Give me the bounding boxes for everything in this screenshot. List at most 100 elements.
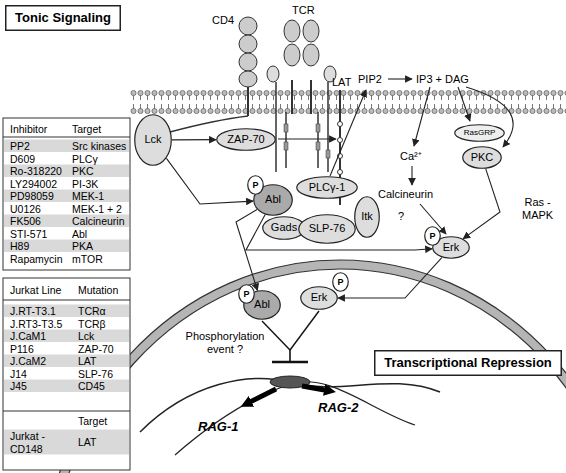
dna-strand [175,382,415,455]
table-rule [3,137,130,138]
table-cell: J.CaM1 [10,330,46,343]
tcr-stem [291,80,293,114]
oval-outline [463,147,502,169]
signal-arrow [236,210,257,291]
kinase-oval: ZAP-70 [216,128,276,151]
table-cell: LAT [78,436,96,449]
oval-outline [297,177,358,199]
oval-outline [217,129,276,151]
table-cell: PI-3K [72,178,98,191]
node-text: ZAP-70 [227,133,264,146]
cd4-stem [247,85,249,116]
node-text: P [337,277,343,288]
table-cell: PD98059 [10,190,54,203]
node-text: PLCγ-1 [309,181,346,194]
cd3-chain [285,112,287,168]
table-row-shade [4,190,129,203]
pathway-arrow [330,90,366,176]
table-row-shade [4,215,129,228]
pathway-arrow [414,87,430,146]
gene-label: RAG-1 [198,421,238,434]
node-text: P [429,231,435,242]
phospho-badge: P [247,175,264,195]
node-text: Itk [361,210,373,223]
table-cell: D609 [10,153,35,166]
oval-outline [248,176,264,195]
table-frame [3,118,130,270]
gene-arrow [246,389,276,404]
itam [326,150,330,158]
table-header: Mutation [78,284,118,297]
table-cell: J.RT3-T3.5 [10,318,62,331]
table-cell: J14 [10,368,27,381]
table-cell: ZAP-70 [78,343,114,356]
node-text: Abl [265,193,281,206]
note-text: Phosphorylation event ? [175,330,275,355]
table-row-shade [4,380,129,393]
table-header: Inhibitor [10,123,47,136]
table-cell: PKC [72,165,94,178]
table-cell: TCRα [78,305,106,318]
molecule-label: IP3 + DAG [416,73,469,86]
table-cell: Calcineurin [72,215,125,228]
signal-arrow [463,169,500,239]
cd3-chain [317,112,319,168]
kinase-oval: Erk [300,286,338,310]
kinase-oval: Itk [354,196,380,238]
itam [316,142,320,150]
gene-arrow [302,386,330,391]
repression-line [289,350,291,362]
table-cell: TCRβ [78,318,106,331]
repression-bar [272,361,308,364]
table-cell: J45 [10,380,27,393]
tyrosine-site [338,170,343,175]
kinase-oval: PKC [462,146,502,169]
table-row-shade [4,430,129,455]
table-cell: PLCγ [72,153,98,166]
table-header: Target [72,123,101,136]
signal-arrow [338,258,442,298]
cd3-chain [275,82,277,172]
table-row-shade [4,240,129,253]
itam [284,124,288,132]
cell-membrane [130,90,566,114]
table-cell: U0126 [10,203,41,216]
cd4-domain [239,71,257,87]
oval-outline [433,237,470,259]
tyrosine-site [338,122,343,127]
gef-oval: RasGRP [454,124,505,142]
itam [284,142,288,150]
table-cell: STI-571 [10,228,47,241]
inhibitor-table [3,118,130,270]
oval-outline [355,197,380,238]
table-cell: P116 [10,343,34,356]
oval-outline [301,287,338,310]
table-cell: H89 [10,240,29,253]
jurkat-table [3,278,130,470]
table-cell: J.CaM2 [10,355,46,368]
cd3-chain [327,82,329,172]
oval-outline [239,285,255,304]
table-cell: MEK-1 + 2 [72,203,122,216]
table-cell: Lck [78,330,94,343]
node-text: P [243,289,249,300]
node-text: Transcriptional Repression [384,355,552,371]
tcr-stem [310,80,312,114]
molecule-label: Ca²⁺ [400,150,422,163]
repression-line [290,311,319,350]
oval-outline [254,185,293,216]
table-cell: CD45 [78,380,105,393]
cd4-receptor [170,17,257,132]
table-cell: Src kinases [72,140,126,153]
pathway-arrow [411,166,412,185]
node-text: PKC [471,151,494,164]
table-cell: J.RT-T3.1 [10,305,56,318]
oval-outline [425,227,441,246]
oval-outline [333,273,349,292]
molecule-label: PIP2 [358,73,382,86]
oval-outline [244,291,281,320]
rag-locus [140,376,440,455]
tcr-domain [284,20,300,42]
box-outline [375,351,562,376]
signal-arrow [166,158,253,204]
